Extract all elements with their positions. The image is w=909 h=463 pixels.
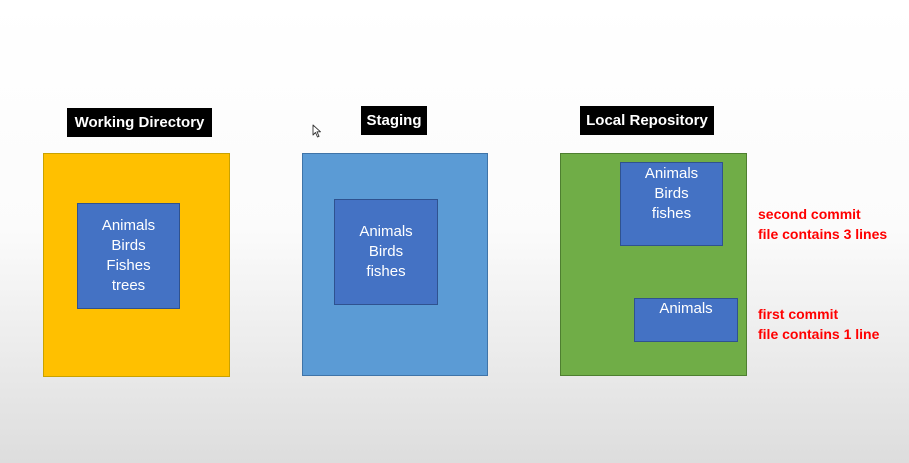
file-line: trees (111, 277, 146, 294)
file-line: Birds (654, 185, 689, 202)
staging-file: Animals Birds fishes (334, 199, 438, 305)
file-line: Fishes (106, 257, 151, 274)
staging-label: Staging (361, 106, 427, 135)
file-line: Animals (644, 165, 699, 182)
file-line: Animals (359, 223, 413, 240)
file-line: Animals (659, 300, 713, 317)
file-line: Birds (111, 237, 146, 254)
file-line: fishes (651, 205, 692, 222)
note-line: second commit (758, 206, 861, 222)
note-line: file contains 3 lines (758, 226, 888, 242)
second-commit-file: Animals Birds fishes (620, 162, 723, 246)
mouse-pointer-icon (312, 124, 321, 138)
first-commit-note: first commit file contains 1 line (758, 304, 879, 344)
file-line: Animals (101, 217, 156, 234)
working-directory-file: Animals Birds Fishes trees (77, 203, 180, 309)
file-line: fishes (366, 263, 406, 280)
working-directory-label: Working Directory (67, 108, 212, 137)
second-commit-note: second commit file contains 3 lines (758, 204, 887, 244)
file-line: Birds (368, 243, 404, 260)
first-commit-file: Animals (634, 298, 738, 342)
note-line: file contains 1 line (758, 326, 880, 342)
note-line: first commit (758, 306, 839, 322)
local-repository-label: Local Repository (580, 106, 714, 135)
